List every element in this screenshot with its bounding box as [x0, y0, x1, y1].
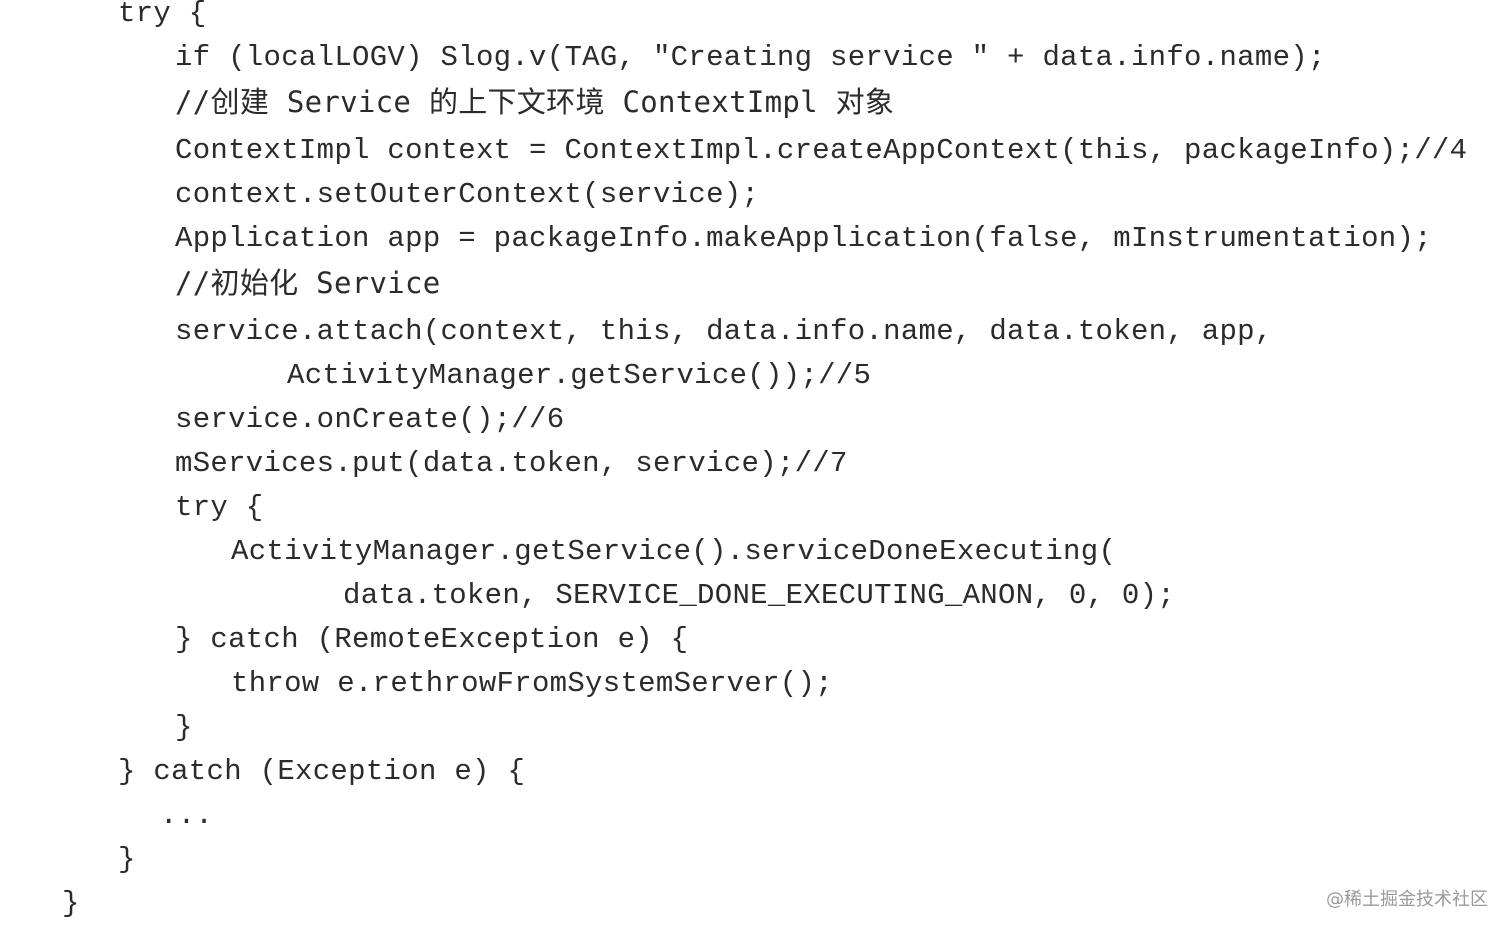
code-line-inner-close: } [175, 711, 193, 744]
code-line-catch-remote: } catch (RemoteException e) { [175, 623, 689, 656]
code-comment-create-context: //创建 Service 的上下文环境 ContextImpl 对象 [175, 85, 895, 119]
code-line-ellipsis: ... [160, 799, 214, 832]
code-line-method-close: } [62, 887, 80, 920]
code-line-try-open: try { [118, 0, 207, 30]
code-line-outer-catch-close: } [118, 843, 136, 876]
code-comment-init-service: //初始化 Service [175, 266, 441, 300]
code-line-service-done-executing: ActivityManager.getService().serviceDone… [231, 535, 1117, 568]
code-line-service-done-args: data.token, SERVICE_DONE_EXECUTING_ANON,… [343, 579, 1176, 612]
code-line-context-create: ContextImpl context = ContextImpl.create… [175, 134, 1468, 167]
code-line-make-application: Application app = packageInfo.makeApplic… [175, 222, 1432, 255]
code-line-services-put: mServices.put(data.token, service);//7 [175, 447, 848, 480]
code-line-catch-exception: } catch (Exception e) { [118, 755, 526, 788]
code-line-service-attach: service.attach(context, this, data.info.… [175, 315, 1273, 348]
code-line-inner-try: try { [175, 491, 264, 524]
code-line-set-outer-context: context.setOuterContext(service); [175, 178, 760, 211]
watermark: @稀土掘金技术社区 [1326, 889, 1488, 910]
code-line-on-create: service.onCreate();//6 [175, 403, 565, 436]
code-line-get-service: ActivityManager.getService());//5 [287, 359, 872, 392]
code-line-log: if (localLOGV) Slog.v(TAG, "Creating ser… [175, 41, 1326, 74]
code-line-rethrow: throw e.rethrowFromSystemServer(); [231, 667, 833, 700]
